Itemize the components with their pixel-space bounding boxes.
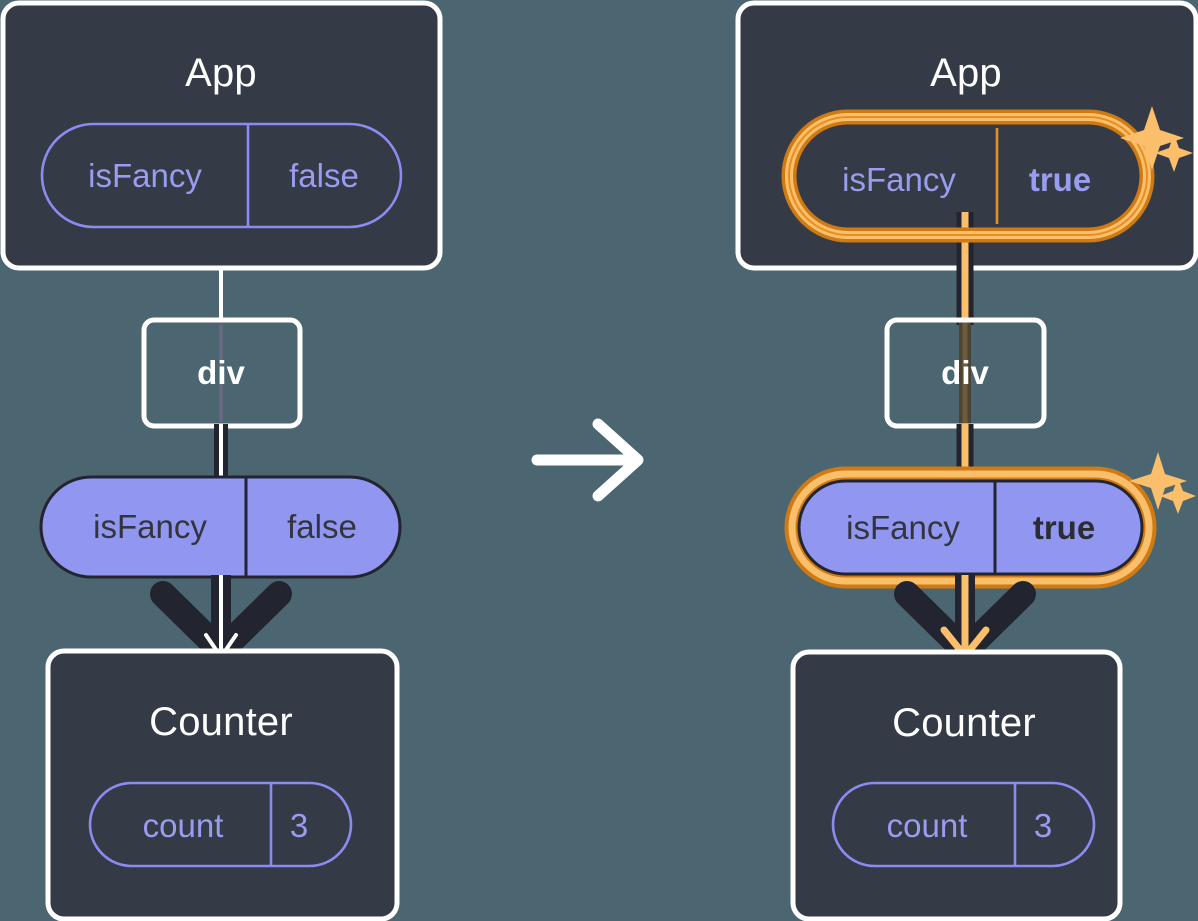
right-counter-box (790, 649, 1123, 921)
right-counter-state-pill (831, 781, 1096, 868)
sparkle-group-middle (1129, 452, 1196, 514)
left-prop-pill (39, 475, 402, 579)
transition-arrow-right-icon (531, 418, 644, 502)
right-app-state-pill-highlighted (781, 109, 1155, 243)
left-counter-state-pill (88, 781, 353, 868)
right-prop-pill-highlighted (784, 466, 1157, 589)
left-app-state-pill (40, 122, 403, 229)
left-app-box (0, 0, 443, 271)
sparkle-group-top (1120, 106, 1193, 172)
left-counter-box (45, 648, 400, 921)
left-propagation-arrow-white (204, 575, 238, 659)
